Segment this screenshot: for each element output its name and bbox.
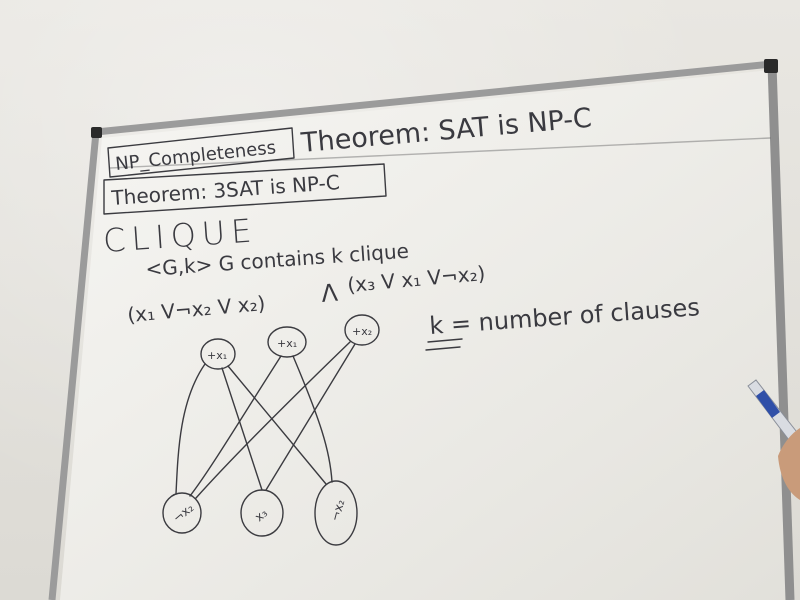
graph-edge-6 xyxy=(195,341,351,499)
tab-box-np-completeness xyxy=(107,127,295,178)
marker-pen xyxy=(747,379,800,445)
graph-node-top-3-label: +x₂ xyxy=(352,325,372,338)
graph-edge-5 xyxy=(292,355,333,483)
frame-right xyxy=(767,63,795,600)
formula-and-symbol: Λ xyxy=(320,279,339,308)
title-divider-line xyxy=(109,137,771,169)
hand xyxy=(778,428,800,500)
graph-node-top-1 xyxy=(200,338,236,370)
graph-node-top-3 xyxy=(344,314,380,346)
board-shading xyxy=(60,70,790,600)
graph-node-top-2 xyxy=(267,326,307,358)
frame-top xyxy=(95,60,773,136)
theorem-3sat-box xyxy=(103,163,387,215)
graph-edge-2 xyxy=(221,367,263,491)
frame-corner-tr xyxy=(764,59,778,73)
graph-node-bottom-3 xyxy=(314,480,358,546)
k-underline-1 xyxy=(427,338,463,343)
frame-left xyxy=(48,131,100,600)
graph-edge-7 xyxy=(265,343,356,491)
graph-edge-4 xyxy=(189,355,282,497)
frame-corner-tl xyxy=(91,127,102,138)
graph-node-bottom-1 xyxy=(162,492,202,534)
graph-node-top-1-label: +x₁ xyxy=(207,349,227,362)
graph-node-bottom-3-label: ¬x₂ xyxy=(328,498,347,523)
k-underline-2 xyxy=(425,346,461,351)
graph-edge-3 xyxy=(227,365,327,485)
graph-node-top-2-label: +x₁ xyxy=(277,337,297,350)
graph-edge-1 xyxy=(175,363,206,495)
